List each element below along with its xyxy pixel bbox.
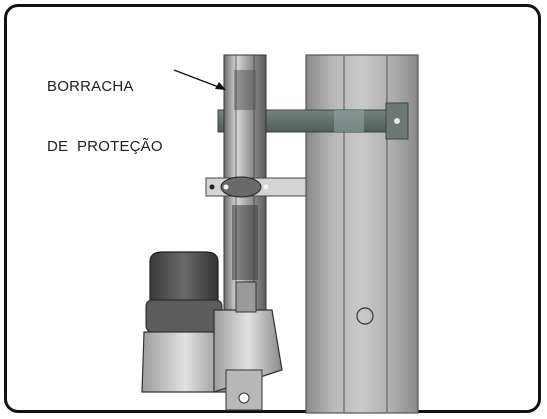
annotation-line-2: DE PROTEÇÃO <box>47 138 163 155</box>
annotation-line-1: BORRACHA <box>47 78 134 95</box>
leader-arrow <box>173 69 226 90</box>
motor-unit <box>141 251 283 411</box>
annotation-label: BORRACHA DE PROTEÇÃO <box>47 37 163 197</box>
protection-rubber <box>234 70 256 110</box>
post-hole-icon <box>356 307 374 325</box>
lower-bracket <box>205 176 307 198</box>
